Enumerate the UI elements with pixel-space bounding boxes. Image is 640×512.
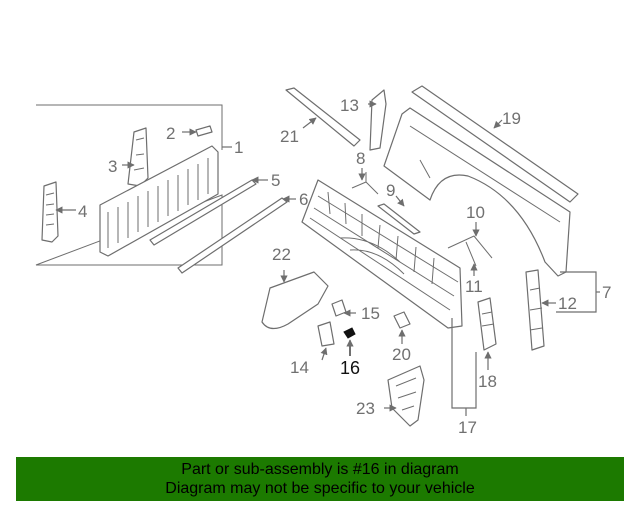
part-15-plug — [331, 299, 347, 317]
part-16-clip — [343, 327, 356, 339]
callout-5: 5 — [271, 171, 280, 190]
part-7-bed-side-panel — [383, 107, 571, 277]
callout-10: 10 — [466, 203, 485, 222]
callout-11: 11 — [465, 277, 483, 296]
part-17-bed-floor — [301, 179, 463, 329]
callout-20: 20 — [392, 345, 411, 364]
callout-15: 15 — [361, 304, 380, 323]
part-18-brace — [477, 297, 497, 351]
callout-2: 2 — [166, 124, 175, 143]
callout-23: 23 — [356, 399, 375, 418]
callout-16-highlighted: 16 — [340, 358, 360, 378]
part-13-front-post — [369, 89, 387, 151]
part-19-side-rail — [411, 85, 579, 203]
part-14-plate — [317, 321, 335, 347]
part-1-tailgate — [99, 145, 219, 257]
callout-14: 14 — [290, 358, 309, 377]
info-banner: Part or sub-assembly is #16 in diagram D… — [16, 457, 624, 501]
part-6-strip — [177, 197, 288, 274]
banner-line-2: Diagram may not be specific to your vehi… — [165, 480, 475, 497]
callout-1: 1 — [234, 138, 243, 157]
callout-18: 18 — [478, 372, 497, 391]
leader-lines — [55, 100, 600, 416]
callout-19: 19 — [502, 109, 521, 128]
part-2-clip — [195, 125, 213, 137]
callout-12: 12 — [558, 294, 577, 313]
callout-4: 4 — [78, 202, 87, 221]
part-8-bracket — [351, 172, 379, 195]
part-20-block — [393, 311, 411, 329]
callout-13: 13 — [340, 96, 359, 115]
part-3-hinge-bracket — [127, 127, 149, 187]
callout-7: 7 — [602, 283, 611, 302]
part-5-strip — [149, 179, 257, 246]
callout-22: 22 — [272, 245, 291, 264]
callout-17: 17 — [458, 418, 477, 437]
callout-6: 6 — [299, 190, 308, 209]
banner-line-1: Part or sub-assembly is #16 in diagram — [181, 461, 459, 478]
callout-labels: 1 2 3 4 5 6 7 8 9 10 11 12 13 14 15 16 1… — [78, 96, 611, 437]
part-23-bracket — [387, 365, 425, 427]
part-10-11-brackets — [447, 235, 493, 267]
part-9-brace — [377, 203, 421, 235]
callout-9: 9 — [386, 181, 395, 200]
part-4-tailgate-bracket — [41, 181, 59, 243]
callout-8: 8 — [356, 149, 365, 168]
callout-3: 3 — [108, 157, 117, 176]
callout-21: 21 — [280, 127, 299, 146]
part-12-brace — [525, 269, 545, 351]
part-21-rail-strip — [285, 87, 361, 147]
part-22-bracket — [261, 271, 329, 330]
